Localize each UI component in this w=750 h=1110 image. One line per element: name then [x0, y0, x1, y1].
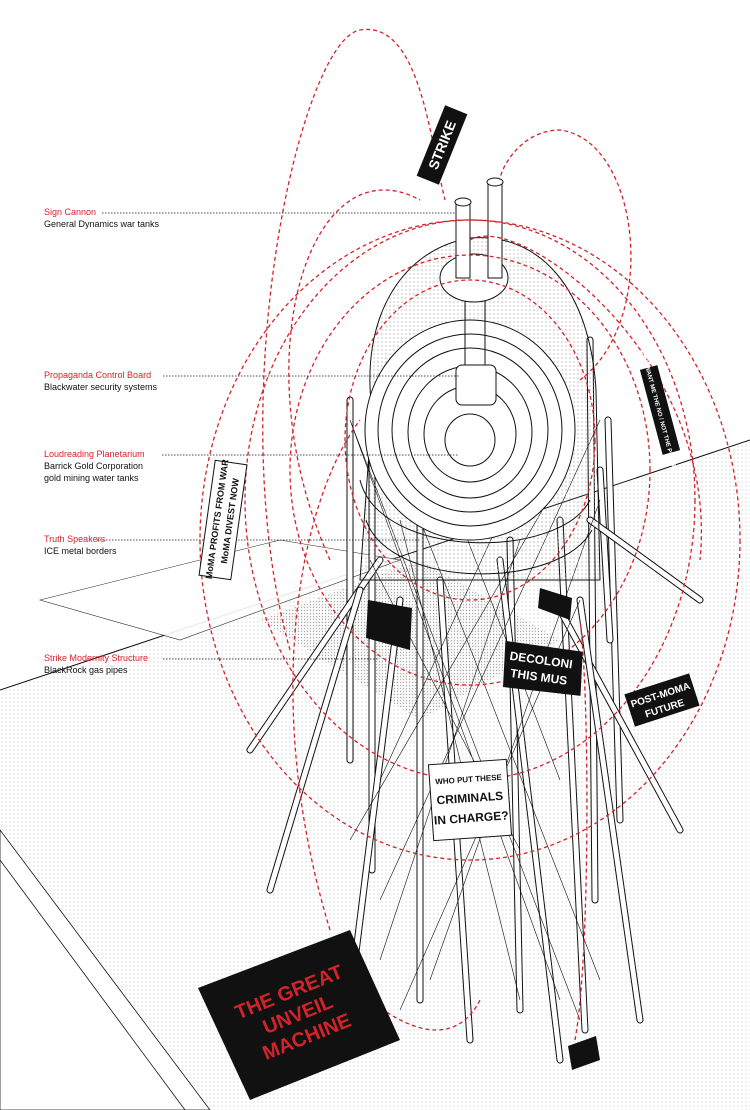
pipe-leg	[587, 517, 703, 603]
callout-subtitle: Blackwater security systems	[44, 382, 158, 392]
callout-subtitle: General Dynamics war tanks	[44, 219, 160, 229]
callout-leader-lines	[97, 212, 460, 660]
pipe-leg	[577, 597, 643, 1023]
callout-subtitle: BlackRock gas pipes	[44, 665, 128, 675]
callout-truth-speakers: Truth Speakers ICE metal borders	[44, 533, 117, 557]
pipe-leg	[557, 607, 683, 833]
pipe-leg	[352, 597, 403, 963]
callout-title: Strike Modernity Structure	[44, 653, 149, 663]
moma-divest-sign: MoMA PROFITS FROM WAR MoMA DIVEST NOW	[198, 458, 248, 581]
great-unveil-machine-sign: THE GREAT UNVEIL MACHINE	[198, 930, 400, 1100]
black-banners	[366, 588, 572, 650]
callout-sign-cannon: Sign Cannon General Dynamics war tanks	[44, 206, 159, 230]
criminals-sign-line3: IN CHARGE?	[434, 808, 509, 827]
callout-subtitle: Barrick Gold Corporation	[44, 461, 144, 471]
sound-wave-rings	[199, 28, 741, 1041]
pipe-leg	[267, 587, 363, 893]
callout-propaganda-control-board: Propaganda Control Board Blackwater secu…	[44, 369, 157, 393]
small-black-block	[568, 1036, 600, 1070]
propaganda-control-board	[455, 300, 497, 406]
callout-loudreading-planetarium: Loudreading Planetarium Barrick Gold Cor…	[44, 448, 145, 484]
decolonize-sign: DECOLONI THIS MUS	[502, 640, 583, 696]
they-want-sign-text: THEY WANT ME THE NO / NOT THE PEOPLE	[639, 348, 678, 473]
pipe-leg	[597, 467, 613, 643]
callout-title: Truth Speakers	[44, 534, 106, 544]
callout-subtitle: gold mining water tanks	[44, 473, 139, 483]
they-want-sign: THEY WANT ME THE NO / NOT THE PEOPLE	[639, 348, 681, 473]
callout-title: Propaganda Control Board	[44, 370, 152, 380]
pipe-leg	[605, 417, 623, 823]
callout-strike-modernity-structure: Strike Modernity Structure BlackRock gas…	[44, 652, 148, 676]
callout-subtitle: ICE metal borders	[44, 546, 117, 556]
callout-title: Sign Cannon	[44, 207, 97, 217]
callout-title: Loudreading Planetarium	[44, 449, 145, 459]
strike-sign: STRIKE	[416, 105, 468, 185]
loudreading-planetarium	[359, 237, 601, 581]
criminals-sign-line2: CRIMINALS	[436, 789, 503, 808]
criminals-in-charge-sign: WHO PUT THESE CRIMINALS IN CHARGE?	[427, 758, 513, 842]
